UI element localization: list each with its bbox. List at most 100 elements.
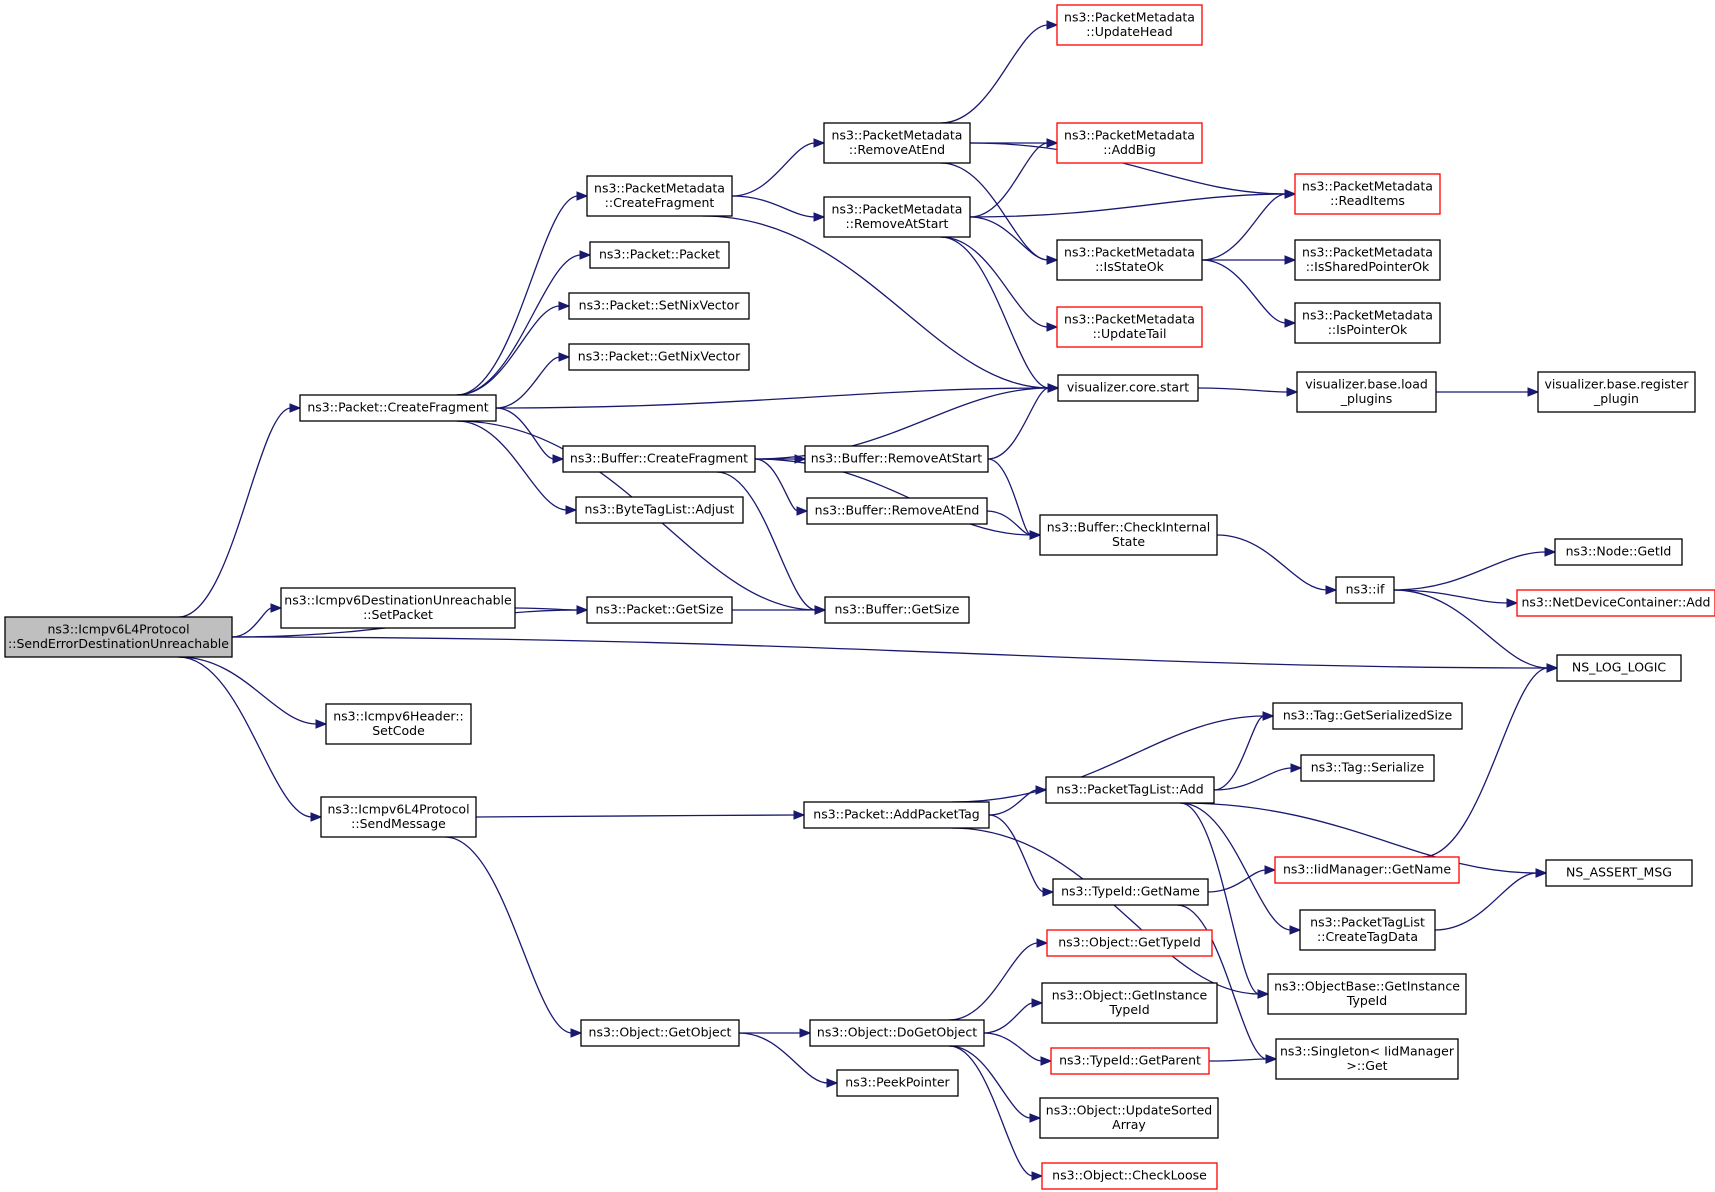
node-label: ns3::PacketMetadata xyxy=(832,127,963,142)
edge-line xyxy=(231,636,1549,669)
node-typeid-getname[interactable]: ns3::TypeId::GetName xyxy=(1052,878,1209,906)
edge-pkt_createfragment-to-pm_createfragment xyxy=(456,191,589,396)
arrowhead-icon xyxy=(1036,938,1049,948)
node-box xyxy=(586,175,733,217)
edge-root-to-dest_setpacket xyxy=(231,603,283,638)
node-buf-createfragment[interactable]: ns3::Buffer::CreateFragment xyxy=(562,445,756,473)
edge-line xyxy=(987,387,1050,460)
node-pm-readitems[interactable]: ns3::PacketMetadata::ReadItems xyxy=(1294,173,1441,215)
node-buf-removeatend[interactable]: ns3::Buffer::RemoveAtEnd xyxy=(806,497,988,525)
node-pm-createfragment[interactable]: ns3::PacketMetadata::CreateFragment xyxy=(586,175,733,217)
node-pm-removeatend[interactable]: ns3::PacketMetadata::RemoveAtEnd xyxy=(823,122,971,164)
node-pkt-createfragment[interactable]: ns3::Packet::CreateFragment xyxy=(299,394,497,422)
node-obj-checkloose[interactable]: ns3::Object::CheckLoose xyxy=(1041,1162,1218,1190)
arrowhead-icon xyxy=(1047,383,1060,393)
node-iidmanager-getname[interactable]: ns3::IidManager::GetName xyxy=(1274,856,1460,884)
node-pkt-packet[interactable]: ns3::Packet::Packet xyxy=(589,241,730,269)
node-singleton-get[interactable]: ns3::Singleton< IidManager>::Get xyxy=(1275,1038,1459,1080)
node-ns-log-logic[interactable]: NS_LOG_LOGIC xyxy=(1556,654,1682,682)
node-obj-getobject[interactable]: ns3::Object::GetObject xyxy=(580,1019,740,1047)
edge-obj_getobject-to-peekpointer xyxy=(738,1032,839,1088)
node-label: ::RemoveAtEnd xyxy=(849,142,945,157)
node-buf-removeatstart[interactable]: ns3::Buffer::RemoveAtStart xyxy=(804,445,989,473)
arrowhead-icon xyxy=(1265,1054,1278,1064)
node-btl-adjust[interactable]: ns3::ByteTagList::Adjust xyxy=(575,496,744,524)
edge-line xyxy=(178,656,318,725)
node-dest-setpacket[interactable]: ns3::Icmpv6DestinationUnreachable::SetPa… xyxy=(280,587,516,629)
node-pm-addbig[interactable]: ns3::PacketMetadata::AddBig xyxy=(1056,122,1203,164)
node-vis-core-start[interactable]: visualizer.core.start xyxy=(1057,374,1199,402)
arrowhead-icon xyxy=(1046,20,1059,30)
edge-line xyxy=(1393,589,1549,669)
node-pm-updatehead[interactable]: ns3::PacketMetadata::UpdateHead xyxy=(1056,4,1203,46)
edge-line xyxy=(231,607,273,638)
arrowhead-icon xyxy=(558,352,571,362)
node-sendmessage[interactable]: ns3::Icmpv6L4Protocol::SendMessage xyxy=(320,796,477,838)
node-pkt-addpackettag[interactable]: ns3::Packet::AddPacketTag xyxy=(803,801,990,829)
node-ns3-if[interactable]: ns3::if xyxy=(1335,576,1395,604)
node-obj-dogetobject[interactable]: ns3::Object::DoGetObject xyxy=(809,1019,985,1047)
node-box xyxy=(575,496,744,524)
edges-layer xyxy=(178,20,1559,1181)
node-label: ns3::Tag::GetSerializedSize xyxy=(1283,708,1453,723)
edge-line xyxy=(951,827,1260,995)
node-peekpointer[interactable]: ns3::PeekPointer xyxy=(836,1069,959,1097)
edge-pm_isstateok-to-pm_issharedpointerok xyxy=(1202,255,1297,265)
node-pm-issharedpointerok[interactable]: ns3::PacketMetadata::IsSharedPointerOk xyxy=(1294,239,1441,281)
node-buf-getsize[interactable]: ns3::Buffer::GetSize xyxy=(824,596,970,624)
node-pm-removeatstart[interactable]: ns3::PacketMetadata::RemoveAtStart xyxy=(823,196,971,238)
node-pm-isstateok[interactable]: ns3::PacketMetadata::IsStateOk xyxy=(1056,239,1203,281)
edge-obj_dogetobject-to-typeid_getparent xyxy=(983,1032,1053,1066)
node-label: ns3::Singleton< IidManager xyxy=(1280,1043,1455,1058)
node-ptl-add[interactable]: ns3::PacketTagList::Add xyxy=(1045,776,1215,804)
edge-root-to-pkt_createfragment xyxy=(178,403,302,618)
edge-line xyxy=(1422,667,1549,858)
edge-line xyxy=(1213,715,1265,791)
node-box xyxy=(1056,4,1203,46)
node-tag-getserializedsize[interactable]: ns3::Tag::GetSerializedSize xyxy=(1272,702,1463,730)
node-label: ns3::Buffer::CheckInternal xyxy=(1047,519,1211,534)
node-label: ns3::Object::GetTypeId xyxy=(1058,935,1201,950)
edge-pkt_addpackettag-to-ptl_add xyxy=(988,785,1048,816)
node-typeid-getparent[interactable]: ns3::TypeId::GetParent xyxy=(1050,1047,1210,1075)
arrowhead-icon xyxy=(1042,887,1055,897)
node-pkt-setnix[interactable]: ns3::Packet::SetNixVector xyxy=(568,292,750,320)
node-box xyxy=(1041,1162,1218,1190)
edge-ns3_if-to-ndc_add xyxy=(1393,589,1519,608)
node-vis-load-plugins[interactable]: visualizer.base.load_plugins xyxy=(1296,371,1437,413)
node-pkt-getsize[interactable]: ns3::Packet::GetSize xyxy=(586,596,733,624)
arrowhead-icon xyxy=(552,454,565,464)
node-label: Array xyxy=(1112,1117,1146,1132)
edge-line xyxy=(1207,869,1267,893)
node-label: ns3::Object::CheckLoose xyxy=(1052,1168,1207,1183)
node-ptl-createtagdata[interactable]: ns3::PacketTagList::CreateTagData xyxy=(1299,909,1436,951)
node-box xyxy=(1274,856,1460,884)
edge-line xyxy=(178,656,313,818)
node-box xyxy=(1045,776,1215,804)
edge-line xyxy=(456,420,568,511)
edge-line xyxy=(495,387,1050,409)
edge-pm_createfragment-to-vis_core_start xyxy=(702,215,1060,393)
node-obj-gettypeid[interactable]: ns3::Object::GetTypeId xyxy=(1046,929,1213,957)
node-label: ns3::PacketTagList::Add xyxy=(1056,782,1203,797)
node-tag-serialize[interactable]: ns3::Tag::Serialize xyxy=(1300,754,1435,782)
node-root[interactable]: ns3::Icmpv6L4Protocol::SendErrorDestinat… xyxy=(4,616,233,658)
node-box xyxy=(823,122,971,164)
node-vis-register-plugin[interactable]: visualizer.base.register_plugin xyxy=(1537,371,1696,413)
node-label: ns3::Buffer::RemoveAtEnd xyxy=(815,503,980,518)
node-label: ::IsStateOk xyxy=(1095,259,1165,274)
node-hdr-setcode[interactable]: ns3::Icmpv6Header::SetCode xyxy=(325,703,472,745)
arrowhead-icon xyxy=(1040,1056,1053,1066)
node-pm-ispointerok[interactable]: ns3::PacketMetadata::IsPointerOk xyxy=(1294,302,1441,344)
node-pm-updatetail[interactable]: ns3::PacketMetadata::UpdateTail xyxy=(1056,306,1203,348)
node-ns-assert-msg[interactable]: NS_ASSERT_MSG xyxy=(1545,859,1693,887)
node-node-getid[interactable]: ns3::Node::GetId xyxy=(1554,538,1683,566)
node-ndc-add[interactable]: ns3::NetDeviceContainer::Add xyxy=(1516,589,1715,617)
node-label: SetCode xyxy=(372,723,425,738)
node-label: ::SendErrorDestinationUnreachable xyxy=(8,636,229,651)
node-pkt-getnix[interactable]: ns3::Packet::GetNixVector xyxy=(568,343,750,371)
